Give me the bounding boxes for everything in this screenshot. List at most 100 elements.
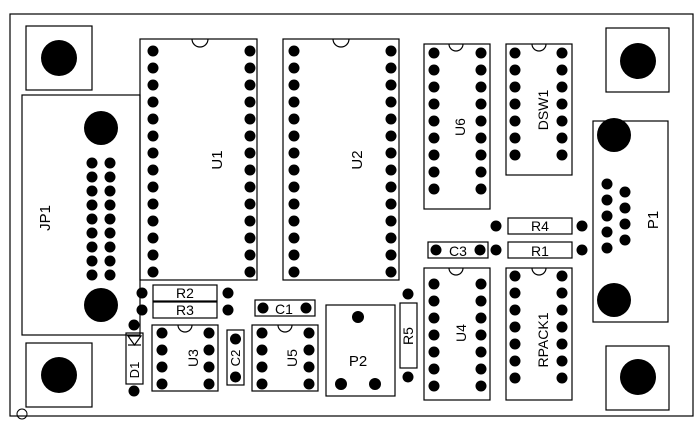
- pin-hole: [104, 255, 116, 267]
- pin-hole: [509, 47, 521, 59]
- c1-label: C1: [275, 301, 293, 317]
- pin-hole: [428, 47, 440, 59]
- pin-hole: [428, 380, 440, 392]
- pin-hole: [428, 115, 440, 127]
- pin-hole: [203, 378, 215, 390]
- pin-hole: [288, 113, 300, 125]
- pin-hole: [601, 242, 613, 254]
- pin-hole: [475, 346, 487, 358]
- pin-hole: [556, 98, 568, 110]
- c3-label: C3: [449, 243, 467, 259]
- pin-hole: [303, 344, 315, 356]
- pin-hole: [288, 164, 300, 176]
- d1-label: D1: [127, 362, 142, 379]
- pin-hole: [601, 210, 613, 222]
- pin-hole: [385, 181, 397, 193]
- mounting-hole-bottom-right: [605, 345, 670, 411]
- rpack1-label: RPACK1: [535, 312, 551, 367]
- u1-chip: U1: [139, 38, 258, 281]
- pin-hole: [385, 215, 397, 227]
- pin-hole: [303, 327, 315, 339]
- u6-label: U6: [452, 118, 468, 136]
- pin-hole: [288, 249, 300, 261]
- pin-hole: [104, 199, 116, 211]
- r2-r3-resistors: R2 R3: [136, 284, 234, 319]
- p2-connector: P2: [325, 304, 396, 397]
- u2-chip: U2: [282, 38, 400, 281]
- rpack1-resistor-pack: RPACK1: [505, 267, 573, 401]
- pin-hole: [147, 164, 159, 176]
- pin-hole: [428, 64, 440, 76]
- pin-hole: [256, 378, 268, 390]
- pin-hole: [509, 64, 521, 76]
- pin-hole: [385, 249, 397, 261]
- pin-hole: [475, 81, 487, 93]
- pin-hole: [244, 113, 256, 125]
- r4-resistor: R4: [490, 217, 588, 235]
- u4-chip: U4: [423, 267, 491, 401]
- dsw1-switch: DSW1: [505, 43, 573, 176]
- pin-hole: [428, 278, 440, 290]
- u3-label: U3: [185, 349, 201, 367]
- u2-label: U2: [349, 150, 366, 169]
- pin-hole: [104, 185, 116, 197]
- pin-hole: [244, 198, 256, 210]
- pin-hole: [619, 234, 631, 246]
- pin-hole: [556, 115, 568, 127]
- r5-label: R5: [400, 327, 416, 345]
- pin-hole: [104, 157, 116, 169]
- mounting-hole-top-right: [605, 27, 670, 93]
- pin-hole: [601, 178, 613, 190]
- pin-hole: [475, 115, 487, 127]
- pin-hole: [86, 199, 98, 211]
- pin-hole: [601, 194, 613, 206]
- origin-mark: [16, 408, 28, 420]
- u6-chip: U6: [423, 43, 491, 210]
- pin-hole: [147, 198, 159, 210]
- p1-label: P1: [645, 211, 662, 229]
- pin-hole: [156, 327, 168, 339]
- pin-hole: [428, 166, 440, 178]
- pin-hole: [244, 130, 256, 142]
- pin-hole: [556, 321, 568, 333]
- pin-hole: [556, 372, 568, 384]
- pin-hole: [556, 287, 568, 299]
- pin-hole: [288, 232, 300, 244]
- pin-hole: [556, 338, 568, 350]
- u5-label: U5: [284, 349, 300, 367]
- pin-hole: [147, 181, 159, 193]
- pin-hole: [509, 372, 521, 384]
- pin-hole: [104, 213, 116, 225]
- r4-label: R4: [531, 218, 549, 234]
- pin-hole: [509, 338, 521, 350]
- pin-hole: [288, 130, 300, 142]
- pin-hole: [147, 215, 159, 227]
- pin-hole: [156, 361, 168, 373]
- pin-hole: [86, 269, 98, 281]
- pin-hole: [428, 81, 440, 93]
- pin-hole: [288, 96, 300, 108]
- dsw1-label: DSW1: [535, 90, 551, 131]
- pin-hole: [475, 312, 487, 324]
- pin-hole: [385, 198, 397, 210]
- u3-chip: U3: [151, 324, 219, 392]
- pin-hole: [385, 45, 397, 57]
- pin-hole: [244, 62, 256, 74]
- pin-hole: [147, 147, 159, 159]
- r1-resistor: R1: [490, 241, 588, 259]
- pin-hole: [428, 132, 440, 144]
- pin-hole: [475, 64, 487, 76]
- pin-hole: [86, 213, 98, 225]
- pin-hole: [156, 378, 168, 390]
- pin-hole: [203, 361, 215, 373]
- pin-hole: [475, 183, 487, 195]
- pin-hole: [244, 232, 256, 244]
- pin-hole: [385, 232, 397, 244]
- pin-hole: [385, 130, 397, 142]
- pin-hole: [86, 227, 98, 239]
- p2-label: P2: [349, 353, 367, 370]
- pin-hole: [556, 132, 568, 144]
- pin-hole: [147, 266, 159, 278]
- pin-hole: [203, 344, 215, 356]
